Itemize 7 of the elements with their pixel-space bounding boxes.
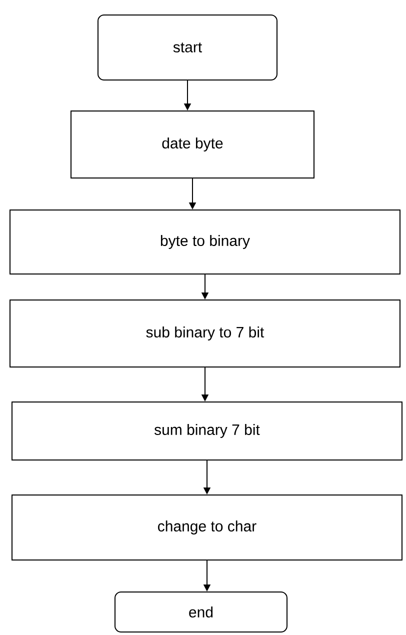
process-box: sub binary to 7 bit: [10, 300, 400, 368]
terminal-box: end: [114, 592, 288, 632]
terminal-box: start: [98, 14, 278, 80]
process-box: byte to binary: [10, 210, 400, 274]
process-box: date byte: [70, 110, 314, 178]
process-box: sum binary 7 bit: [12, 402, 402, 460]
process-box: change to char: [12, 494, 402, 560]
